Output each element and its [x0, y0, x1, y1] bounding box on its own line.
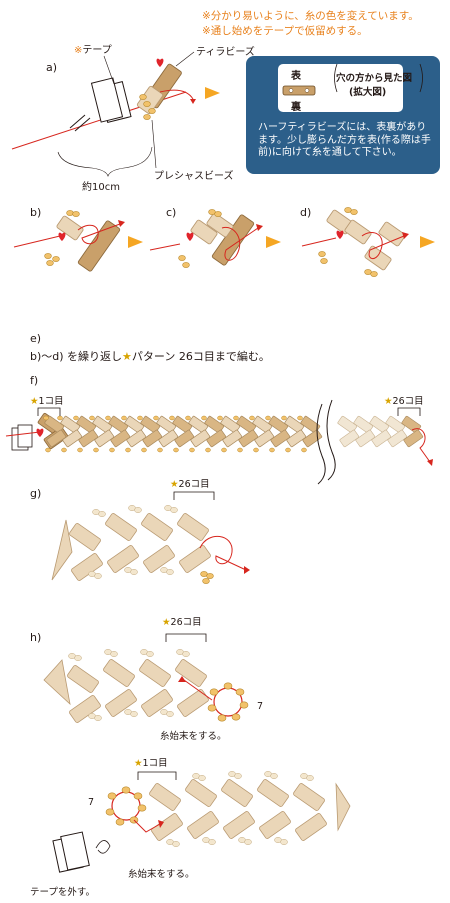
f-counter-26: ★26コ目 [384, 396, 424, 407]
info-title-1: 穴の方から見た図 [336, 73, 413, 84]
info-tila-icon [282, 63, 423, 96]
note-line-1: ※分かり易いように、糸の色を変えています。 [202, 10, 419, 22]
tape-label: ※テープ [74, 45, 112, 56]
step-g-label: g) [30, 487, 42, 500]
step-d-drawing [301, 207, 435, 277]
precious-label: プレシャスビーズ [154, 171, 234, 182]
tape-icon [90, 77, 132, 123]
info-box: 表 裏 穴の方から見た図 (拡大図) ハーフティラビーズには、表裏があります。少… [246, 56, 440, 174]
step-f-label: f) [30, 374, 39, 387]
step-a-drawing [11, 51, 220, 177]
step-b-label: b) [30, 206, 42, 219]
info-body: ハーフティラビーズには、表裏があります。少し膨らんだ方を表(作る際は手前)に向け… [258, 122, 431, 158]
g-counter-26: ★26コ目 [170, 479, 210, 490]
info-back-label: 裏 [291, 102, 301, 113]
step-b-drawing [13, 210, 143, 272]
h-counter-26: ★26コ目 [162, 617, 202, 628]
next-arrow-a [205, 87, 220, 99]
h-count-seven: 7 [257, 701, 264, 712]
final-count-seven: 7 [88, 797, 95, 808]
info-title-2: (拡大図) [349, 87, 387, 98]
final-drawing [52, 771, 351, 873]
final-counter-first: ★1コ目 [134, 758, 168, 769]
step-c-label: c) [166, 206, 177, 219]
step-c-drawing [149, 209, 281, 268]
length-label: 約10cm [82, 182, 120, 193]
f-counter-first: ★1コ目 [30, 396, 64, 407]
tila-label: ティラビーズ [196, 47, 255, 58]
step-h-label: h) [30, 631, 42, 644]
tape-icon-final [52, 831, 111, 873]
step-g-drawing [51, 491, 250, 584]
step-e-instruction: b)〜d) を繰り返し★パターン 26コ目まで編む。 [30, 350, 270, 363]
tape-icon-f [11, 424, 33, 451]
h-finish-text: 糸始末をする。 [160, 731, 227, 742]
step-h-drawing [43, 633, 249, 723]
final-finish-text: 糸始末をする。 [128, 869, 195, 880]
step-a-label: a) [46, 61, 58, 74]
remove-tape-text: テープを外す。 [30, 887, 95, 898]
step-e-label: e) [30, 332, 42, 345]
note-line-2: ※通し始めをテープで仮留めする。 [202, 25, 368, 37]
info-front-label: 表 [291, 71, 301, 82]
step-d-label: d) [300, 206, 312, 219]
step-f-drawing [5, 399, 433, 485]
